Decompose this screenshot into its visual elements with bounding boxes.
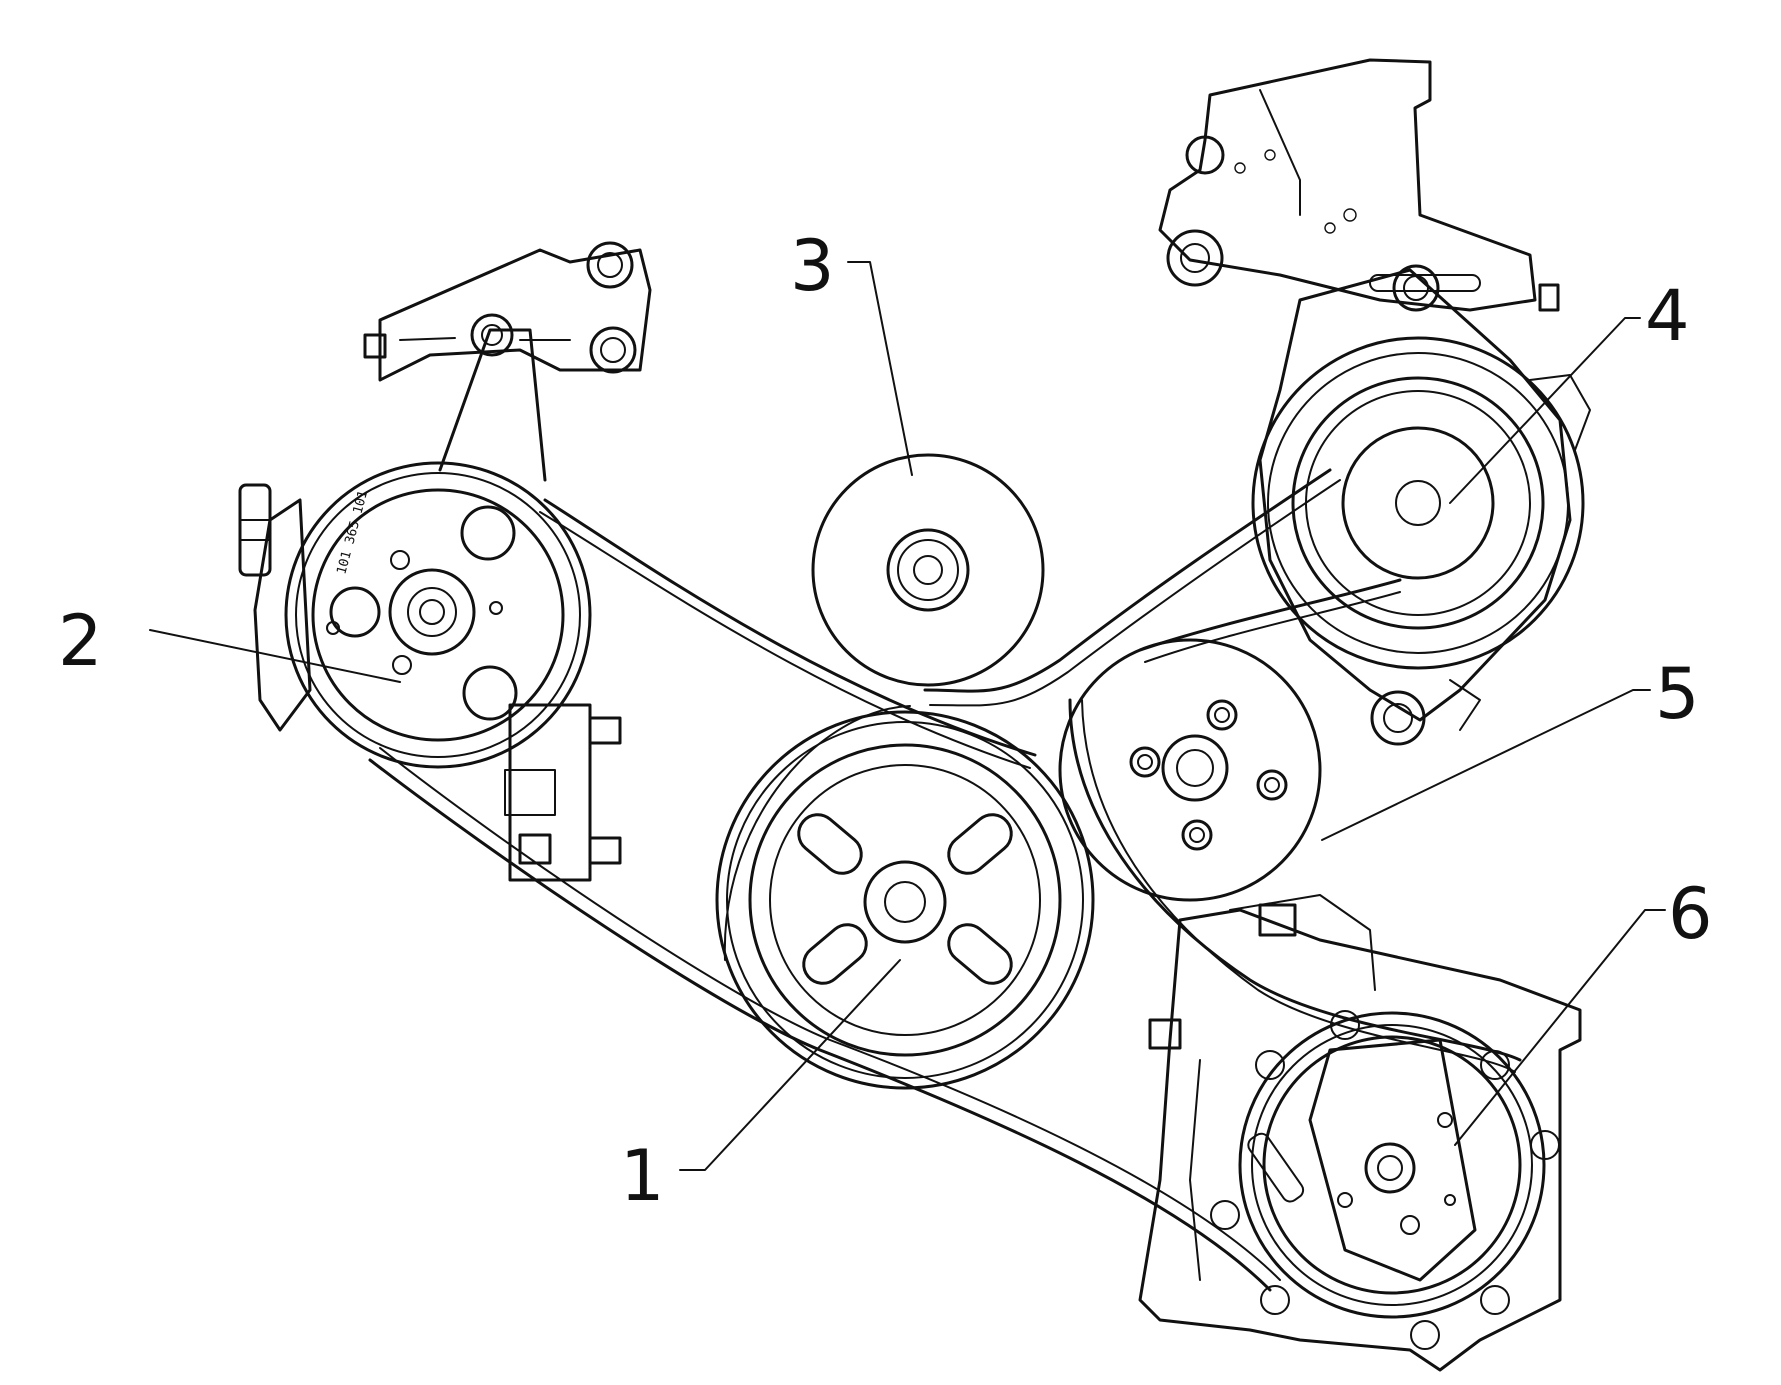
- right-mounting-bracket: [1160, 60, 1558, 310]
- compressor-body: [1140, 895, 1580, 1370]
- idler-pulley: [813, 455, 1043, 685]
- callout-2: 2: [58, 600, 103, 682]
- steering-pump-pulley: 101 365 101: [286, 463, 590, 767]
- crankshaft-pulley: [717, 712, 1093, 1088]
- callout-1: 1: [620, 1135, 665, 1217]
- leader-lines: [150, 262, 1665, 1170]
- pump-part-marking: 101 365 101: [334, 489, 371, 576]
- left-mounting-bracket: [365, 243, 650, 480]
- water-pump-pulley: [1060, 640, 1320, 900]
- callout-3: 3: [790, 225, 835, 307]
- callout-labels: 1 2 3 4 5 6: [58, 225, 1713, 1217]
- callout-4: 4: [1645, 275, 1690, 357]
- callout-5: 5: [1655, 653, 1700, 735]
- compressor-pulley: [1240, 1013, 1544, 1317]
- callout-6: 6: [1668, 873, 1713, 955]
